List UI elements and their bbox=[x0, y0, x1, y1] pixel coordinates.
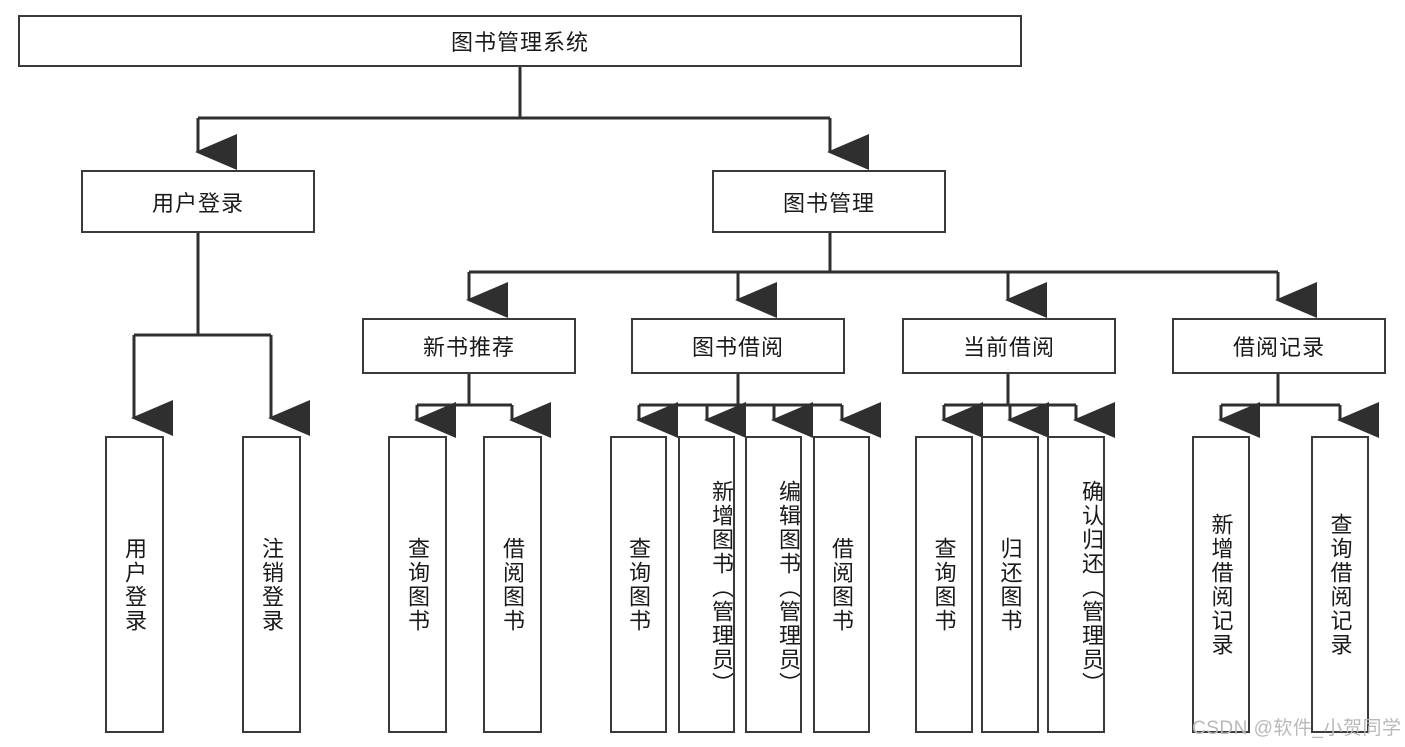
node-label: 确认归还（管理员） bbox=[1079, 479, 1104, 696]
node-label: 用户登录 bbox=[151, 190, 244, 216]
leaf-borrow-edit-book-admin[interactable]: 编辑图书（管理员） bbox=[745, 436, 802, 733]
leaf-record-query-record[interactable]: 查询借阅记录 bbox=[1311, 436, 1369, 733]
node-label: 查询图书 bbox=[931, 536, 957, 633]
leaf-user-login-logout[interactable]: 注销登录 bbox=[242, 436, 301, 733]
node-user-login[interactable]: 用户登录 bbox=[81, 170, 315, 233]
leaf-new-book-query[interactable]: 查询图书 bbox=[388, 436, 447, 733]
leaf-record-add-record[interactable]: 新增借阅记录 bbox=[1192, 436, 1250, 733]
node-label: 查询借阅记录 bbox=[1327, 512, 1353, 657]
leaf-user-login-login[interactable]: 用户登录 bbox=[105, 436, 164, 733]
node-label: 借阅图书 bbox=[500, 536, 526, 633]
node-root-system[interactable]: 图书管理系统 bbox=[18, 15, 1022, 67]
node-label: 注销登录 bbox=[259, 536, 285, 633]
node-label: 新书推荐 bbox=[422, 335, 515, 360]
node-label: 归还图书 bbox=[997, 536, 1023, 633]
node-book-borrow[interactable]: 图书借阅 bbox=[631, 318, 845, 374]
node-label: 查询图书 bbox=[405, 536, 431, 633]
node-label: 新增借阅记录 bbox=[1208, 512, 1234, 657]
node-label: 编辑图书（管理员） bbox=[776, 479, 801, 696]
leaf-borrow-borrow-book[interactable]: 借阅图书 bbox=[813, 436, 870, 733]
node-label: 当前借阅 bbox=[962, 335, 1055, 360]
leaf-current-query-book[interactable]: 查询图书 bbox=[915, 436, 973, 733]
leaf-borrow-query-book[interactable]: 查询图书 bbox=[610, 436, 667, 733]
leaf-borrow-add-book-admin[interactable]: 新增图书（管理员） bbox=[678, 436, 735, 733]
leaf-new-book-borrow[interactable]: 借阅图书 bbox=[483, 436, 542, 733]
node-current-borrow[interactable]: 当前借阅 bbox=[902, 318, 1116, 374]
leaf-current-return-book[interactable]: 归还图书 bbox=[981, 436, 1039, 733]
node-label: 用户登录 bbox=[122, 536, 148, 633]
watermark: CSDN @软件_小贺同学 bbox=[1192, 718, 1402, 739]
node-book-management[interactable]: 图书管理 bbox=[712, 170, 946, 233]
node-label: 图书借阅 bbox=[691, 335, 784, 360]
node-label: 查询图书 bbox=[626, 536, 652, 633]
node-borrow-record[interactable]: 借阅记录 bbox=[1172, 318, 1386, 374]
node-label: 图书管理系统 bbox=[450, 30, 589, 55]
node-label: 借阅图书 bbox=[829, 536, 855, 633]
leaf-current-confirm-return-admin[interactable]: 确认归还（管理员） bbox=[1047, 436, 1105, 733]
node-new-book-recommend[interactable]: 新书推荐 bbox=[362, 318, 576, 374]
node-label: 新增图书（管理员） bbox=[709, 479, 734, 696]
node-label: 借阅记录 bbox=[1232, 335, 1325, 360]
node-label: 图书管理 bbox=[782, 190, 875, 216]
